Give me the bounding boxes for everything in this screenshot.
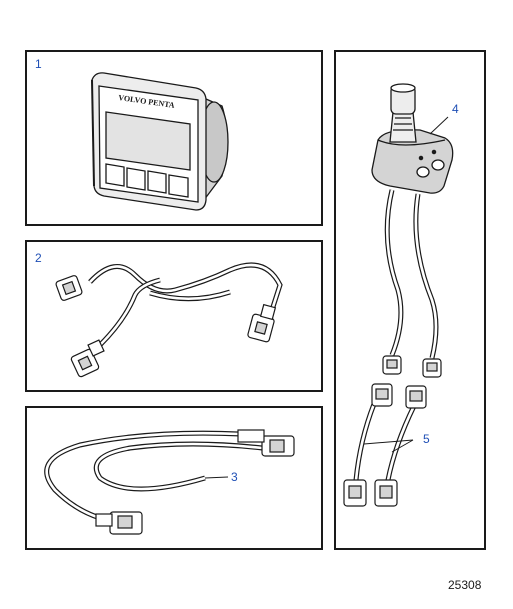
display-unit-icon <box>91 72 229 211</box>
connector-icon <box>382 355 442 378</box>
callout-3: 3 <box>231 470 238 484</box>
callout-leader-4 <box>429 116 449 135</box>
figure-number: 25308 <box>448 578 482 592</box>
connector-icon <box>55 275 277 378</box>
extension-cable-icon <box>44 430 263 521</box>
connector-icon <box>95 429 295 535</box>
callout-1: 1 <box>35 57 42 71</box>
joystick-cables <box>384 189 439 359</box>
y-cable-harness-icon <box>88 262 283 347</box>
callout-4: 4 <box>452 102 459 116</box>
callout-5: 5 <box>423 432 430 446</box>
callout-leader-5a <box>363 439 414 445</box>
panel-extension-cable <box>25 406 323 550</box>
callout-leader-3 <box>204 476 229 479</box>
callout-2: 2 <box>35 251 42 265</box>
joystick-control-icon <box>371 83 454 194</box>
callout-leader-5b <box>391 439 414 453</box>
adapter-cables-icon <box>343 383 427 507</box>
